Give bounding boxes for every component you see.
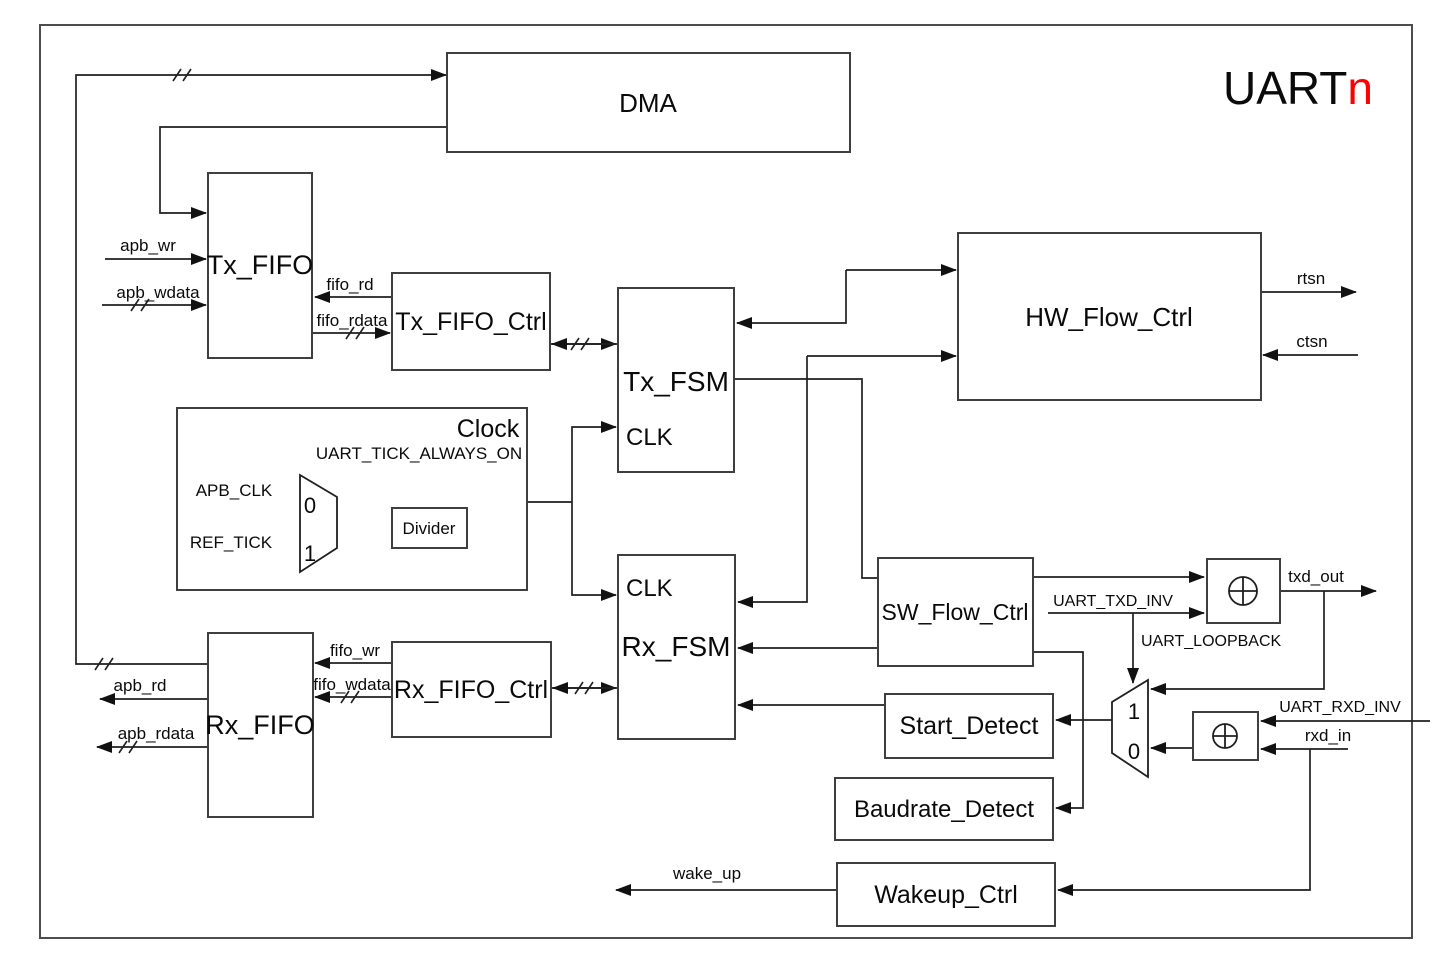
bus-slash: [118, 740, 138, 754]
bus-slash: [172, 68, 192, 82]
block-rx-fifo-ctrl-label: Rx_FIFO_Ctrl: [394, 676, 548, 704]
block-divider-label: Divider: [403, 519, 456, 538]
block-rx-fifo-label: Rx_FIFO: [205, 710, 315, 740]
wire-txfsm-to-sw: [734, 378, 877, 579]
block-hw-flow-ctrl: HW_Flow_Ctrl: [957, 232, 1262, 401]
bus-slash: [574, 681, 594, 695]
block-dma: DMA: [446, 52, 851, 153]
block-rx-fifo: Rx_FIFO: [205, 632, 315, 818]
block-rx-fsm: CLK Rx_FSM: [617, 554, 736, 740]
label-rxd-in: rxd_in: [1305, 726, 1351, 745]
label-uart-loopback: UART_LOOPBACK: [1141, 633, 1282, 650]
page-title: UARTn: [1223, 62, 1373, 114]
block-sw-flow-ctrl-label: SW_Flow_Ctrl: [882, 599, 1029, 625]
wire-rxd-to-wakeup: [1057, 749, 1311, 896]
label-apb-rd: apb_rd: [114, 676, 167, 695]
block-start-detect: Start_Detect: [884, 693, 1054, 759]
block-tx-fifo-label: Tx_FIFO: [207, 250, 314, 280]
block-rx-fsm-label: Rx_FSM: [622, 631, 731, 662]
block-wakeup-ctrl-label: Wakeup_Ctrl: [874, 881, 1018, 909]
tx-fsm-clk-label: CLK: [626, 424, 673, 451]
label-uart-txd-inv: UART_TXD_INV: [1053, 593, 1173, 610]
bus-slashes: [94, 68, 594, 754]
block-clock: Clock UART_TICK_ALWAYS_ON 0 1 Divider: [176, 407, 528, 591]
label-apb-wdata: apb_wdata: [116, 283, 200, 302]
loopback-mux-input-0: 0: [1128, 739, 1140, 764]
label-fifo-rdata: fifo_rdata: [317, 311, 388, 330]
bus-slash: [570, 337, 590, 351]
bus-slash: [94, 657, 114, 671]
clock-mux-input-0: 0: [304, 493, 316, 518]
rxd-xor-gate: [1192, 711, 1259, 761]
label-ctsn: ctsn: [1296, 332, 1327, 351]
block-baudrate-detect: Baudrate_Detect: [834, 777, 1054, 841]
bus-slash: [345, 326, 365, 340]
wire-to-rxfsm-top: [737, 356, 808, 608]
label-apb-wr: apb_wr: [120, 236, 176, 255]
wire-clk-to-txfsm: [571, 421, 617, 502]
txd-xor-gate: [1206, 558, 1281, 624]
block-wakeup-ctrl: Wakeup_Ctrl: [836, 862, 1056, 927]
block-baudrate-detect-label: Baudrate_Detect: [854, 796, 1034, 823]
block-divider: [391, 507, 468, 549]
label-fifo-wr: fifo_wr: [330, 641, 380, 660]
block-dma-label: DMA: [619, 88, 677, 118]
clock-mux: [299, 473, 338, 574]
wire-hw-to-txfsm: [736, 270, 847, 329]
wire-rxfifo-to-dma: [75, 69, 447, 665]
wire-loopback-path: [1150, 591, 1325, 695]
label-ref-tick: REF_TICK: [190, 533, 273, 552]
label-fifo-wdata: fifo_wdata: [313, 675, 391, 694]
label-txd-out: txd_out: [1288, 567, 1344, 586]
block-sw-flow-ctrl: SW_Flow_Ctrl: [877, 557, 1034, 667]
block-start-detect-label: Start_Detect: [900, 712, 1039, 740]
block-tx-fsm: Tx_FSM CLK: [617, 287, 735, 473]
block-tx-fifo: Tx_FIFO: [207, 172, 314, 359]
label-wake-up: wake_up: [672, 864, 741, 883]
loopback-mux: 1 0: [1111, 678, 1149, 779]
label-fifo-rd: fifo_rd: [326, 275, 373, 294]
block-hw-flow-ctrl-label: HW_Flow_Ctrl: [1025, 302, 1193, 332]
wire-sw-to-baudrate: [1033, 651, 1084, 814]
label-rtsn: rtsn: [1297, 269, 1325, 288]
title-instance-n: n: [1347, 62, 1373, 114]
signal-labels: apb_wr apb_wdata fifo_rd fifo_rdata APB_…: [114, 236, 1402, 883]
block-clock-label: Clock: [457, 415, 520, 443]
label-apb-rdata: apb_rdata: [118, 724, 195, 743]
label-uart-rxd-inv: UART_RXD_INV: [1279, 699, 1401, 716]
block-tx-fifo-ctrl: Tx_FIFO_Ctrl: [391, 272, 551, 371]
bus-slash: [130, 298, 150, 312]
loopback-mux-input-1: 1: [1128, 699, 1140, 724]
bus-slash: [340, 690, 360, 704]
rx-fsm-clk-label: CLK: [626, 575, 673, 602]
wire-clk-to-rxfsm: [571, 502, 617, 601]
diagram-border: [39, 24, 1413, 939]
title-uart: UART: [1223, 62, 1347, 114]
block-rx-fifo-ctrl: Rx_FIFO_Ctrl: [391, 641, 552, 738]
label-apb-clk: APB_CLK: [196, 481, 273, 500]
block-tx-fifo-ctrl-label: Tx_FIFO_Ctrl: [395, 308, 546, 336]
uart-tick-always-on-label: UART_TICK_ALWAYS_ON: [316, 444, 522, 463]
block-tx-fsm-label: Tx_FSM: [623, 366, 729, 397]
wire-dma-to-txfifo: [159, 126, 447, 219]
clock-mux-input-1: 1: [304, 541, 316, 566]
